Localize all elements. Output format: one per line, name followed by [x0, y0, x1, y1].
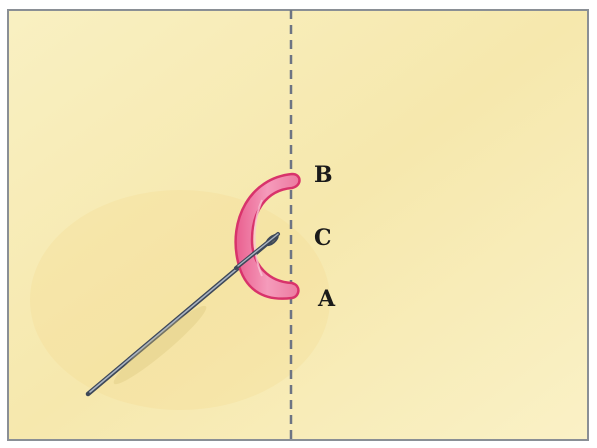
fabric-shading [30, 190, 330, 410]
point-label-a: A [317, 286, 336, 312]
point-label-b: B [314, 162, 333, 188]
point-label-c: C [314, 225, 332, 251]
